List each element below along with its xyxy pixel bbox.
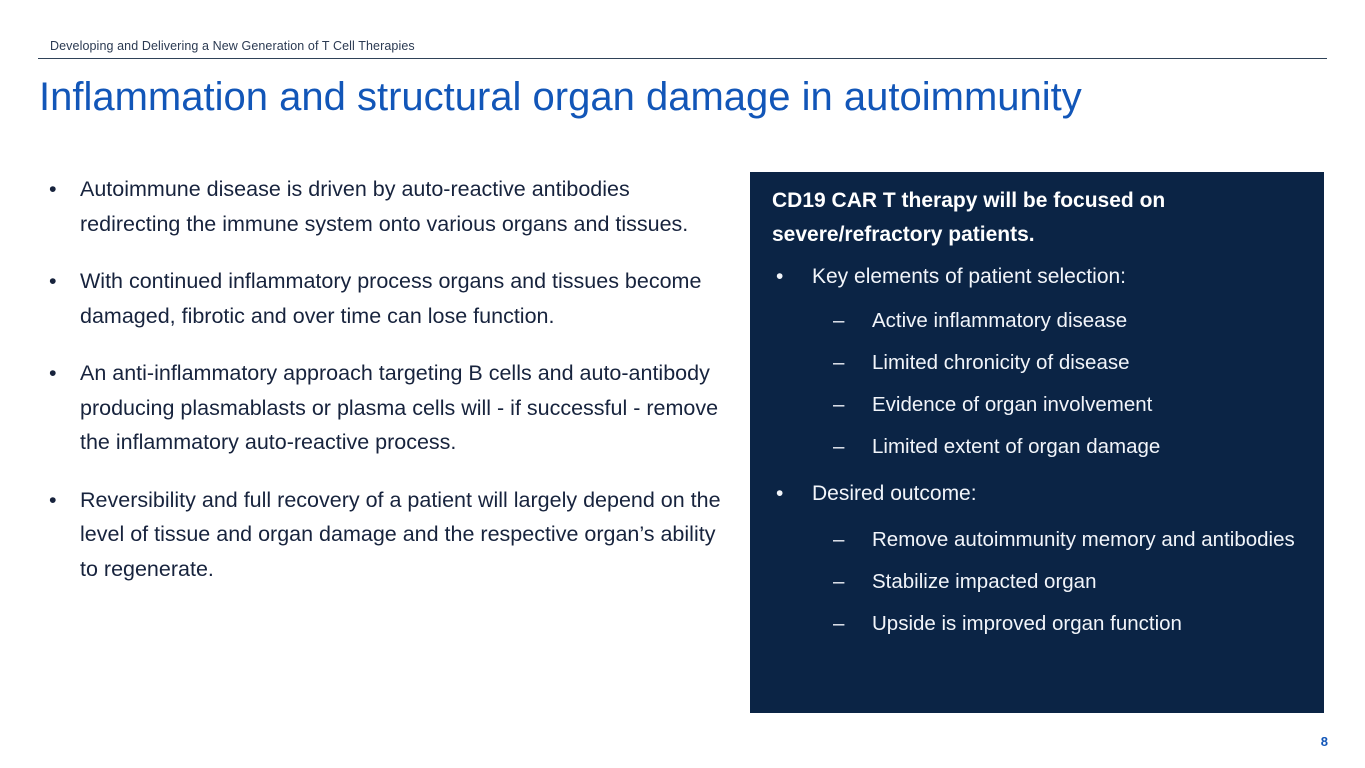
bullet-marker-icon: • xyxy=(49,269,57,293)
page-title: Inflammation and structural organ damage… xyxy=(39,75,1082,119)
bullet-marker-icon: • xyxy=(49,177,57,201)
bullet-marker-icon: • xyxy=(776,265,784,288)
dash-marker-icon: – xyxy=(833,435,845,458)
list-item-text: With continued inflammatory process orga… xyxy=(80,269,702,328)
panel-sub-item: – Limited extent of organ damage xyxy=(762,430,1324,463)
panel-sub-item-text: Upside is improved organ function xyxy=(872,612,1182,635)
bullet-marker-icon: • xyxy=(776,482,784,505)
panel-sub-list: – Active inflammatory disease – Limited … xyxy=(762,304,1312,463)
panel-list-item: • Desired outcome: xyxy=(762,477,1312,511)
panel-sub-item: – Active inflammatory disease xyxy=(762,304,1324,337)
panel-sub-item-text: Remove autoimmunity memory and antibodie… xyxy=(872,528,1295,551)
panel-sub-item: – Limited chronicity of disease xyxy=(762,346,1324,379)
panel-list-item-text: Desired outcome: xyxy=(812,482,977,505)
list-item: • An anti-inflammatory approach targetin… xyxy=(40,356,730,460)
page-number: 8 xyxy=(1320,734,1328,749)
bullet-marker-icon: • xyxy=(49,361,57,385)
dash-marker-icon: – xyxy=(833,528,845,551)
dash-marker-icon: – xyxy=(833,612,845,635)
header-divider-rule xyxy=(38,58,1327,59)
dash-marker-icon: – xyxy=(833,309,845,332)
dash-marker-icon: – xyxy=(833,393,845,416)
list-item: • Autoimmune disease is driven by auto-r… xyxy=(40,172,730,241)
header-kicker-text: Developing and Delivering a New Generati… xyxy=(50,39,415,53)
panel-sub-item-text: Limited chronicity of disease xyxy=(872,351,1130,374)
highlight-panel: CD19 CAR T therapy will be focused on se… xyxy=(750,172,1324,713)
slide-header: Developing and Delivering a New Generati… xyxy=(0,0,1365,60)
panel-sub-list: – Remove autoimmunity memory and antibod… xyxy=(762,523,1312,640)
panel-sub-item: – Stabilize impacted organ xyxy=(762,565,1324,598)
panel-sub-item: – Upside is improved organ function xyxy=(762,607,1324,640)
list-item-text: An anti-inflammatory approach targeting … xyxy=(80,361,719,454)
panel-sub-item-text: Limited extent of organ damage xyxy=(872,435,1161,458)
dash-marker-icon: – xyxy=(833,570,845,593)
panel-sub-item: – Remove autoimmunity memory and antibod… xyxy=(762,523,1324,556)
list-item: • Reversibility and full recovery of a p… xyxy=(40,483,730,587)
dash-marker-icon: – xyxy=(833,351,845,374)
panel-heading: CD19 CAR T therapy will be focused on se… xyxy=(772,189,1166,246)
panel-sub-item: – Evidence of organ involvement xyxy=(762,388,1324,421)
bullet-marker-icon: • xyxy=(49,487,57,512)
list-item: • With continued inflammatory process or… xyxy=(40,264,730,333)
panel-sub-item-text: Evidence of organ involvement xyxy=(872,393,1153,416)
panel-sub-item-text: Stabilize impacted organ xyxy=(872,570,1097,593)
left-content-column: • Autoimmune disease is driven by auto-r… xyxy=(40,172,730,586)
list-item-text: Reversibility and full recovery of a pat… xyxy=(80,487,721,581)
list-item-text: Autoimmune disease is driven by auto-rea… xyxy=(80,177,689,236)
panel-sub-item-text: Active inflammatory disease xyxy=(872,309,1128,332)
panel-list-item: • Key elements of patient selection: xyxy=(762,260,1312,294)
panel-list-item-text: Key elements of patient selection: xyxy=(812,265,1127,288)
